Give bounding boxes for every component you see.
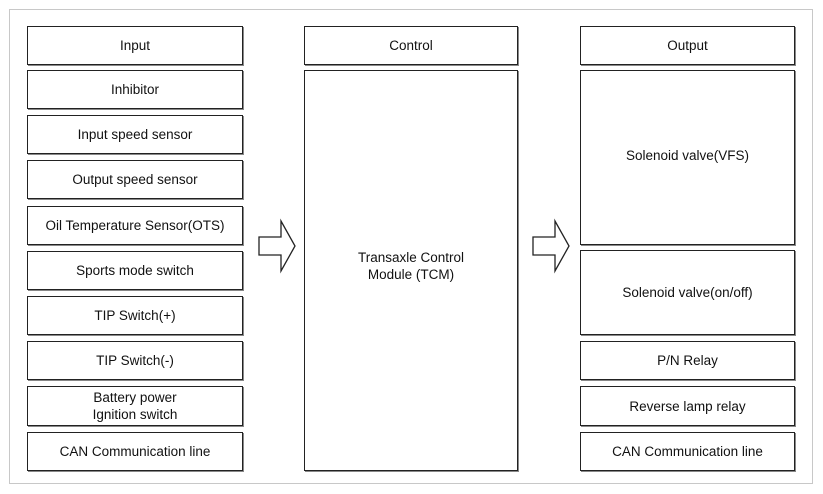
control-header: Control: [304, 26, 518, 65]
arrow-control-to-output-icon: [532, 218, 570, 274]
input-tip-switch-minus: TIP Switch(-): [27, 341, 243, 380]
output-solenoid-valve-vfs: Solenoid valve(VFS): [580, 70, 795, 245]
transaxle-control-module: Transaxle Control Module (TCM): [304, 70, 518, 471]
output-can-communication-line: CAN Communication line: [580, 432, 795, 471]
output-header: Output: [580, 26, 795, 65]
input-output-speed-sensor: Output speed sensor: [27, 160, 243, 199]
diagram-frame: [9, 9, 813, 484]
input-input-speed-sensor: Input speed sensor: [27, 115, 243, 154]
input-header: Input: [27, 26, 243, 65]
output-pn-relay: P/N Relay: [580, 341, 795, 380]
input-tip-switch-plus: TIP Switch(+): [27, 296, 243, 335]
input-can-communication-line: CAN Communication line: [27, 432, 243, 471]
input-inhibitor: Inhibitor: [27, 70, 243, 109]
input-sports-mode-switch: Sports mode switch: [27, 251, 243, 290]
input-oil-temperature-sensor: Oil Temperature Sensor(OTS): [27, 206, 243, 245]
input-battery-ignition: Battery power Ignition switch: [27, 386, 243, 426]
output-solenoid-valve-on-off: Solenoid valve(on/off): [580, 250, 795, 335]
arrow-input-to-control-icon: [258, 218, 296, 274]
output-reverse-lamp-relay: Reverse lamp relay: [580, 386, 795, 426]
